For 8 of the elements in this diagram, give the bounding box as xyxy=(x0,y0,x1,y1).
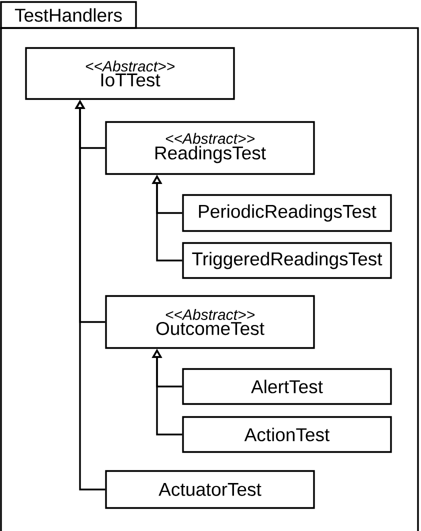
class-box: <<Abstract>> OutcomeTest xyxy=(105,295,315,349)
class-box: TriggeredReadingsTest xyxy=(182,242,392,279)
class-box: ActionTest xyxy=(182,416,392,453)
class-box: ActuatorTest xyxy=(105,470,315,509)
class-box: <<Abstract>> ReadingsTest xyxy=(105,121,315,175)
class-box: PeriodicReadingsTest xyxy=(182,194,392,232)
class-box: AlertTest xyxy=(182,368,392,405)
class-box: <<Abstract>> IoTTest xyxy=(25,47,235,100)
